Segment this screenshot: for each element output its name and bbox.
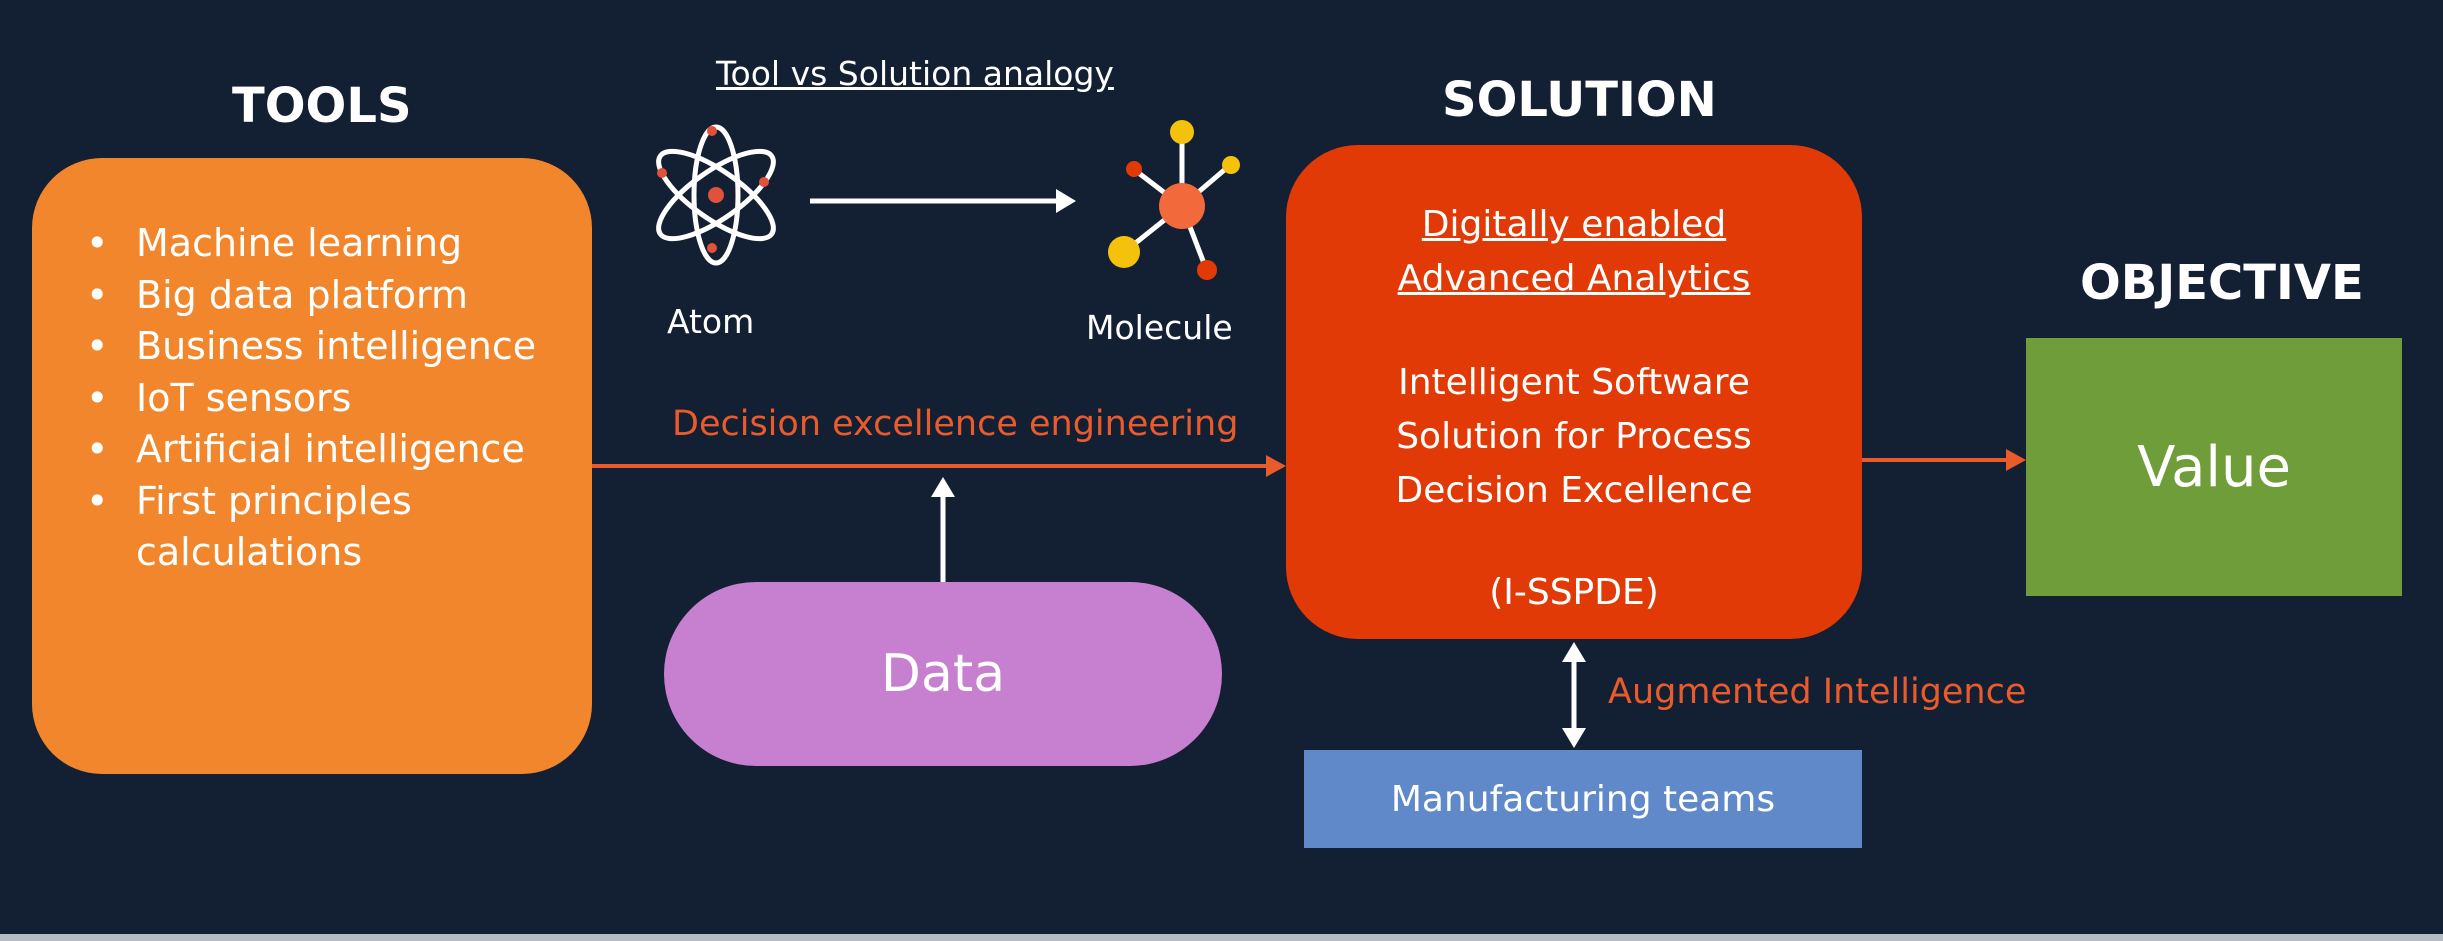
molecule-label: Molecule bbox=[1086, 308, 1233, 347]
tools-heading: TOOLS bbox=[232, 78, 412, 134]
tools-item-business-intelligence: Business intelligence bbox=[80, 321, 536, 373]
solution-desc-line2: Solution for Process bbox=[1396, 416, 1752, 457]
atom-icon bbox=[656, 124, 776, 266]
analogy-title: Tool vs Solution analogy bbox=[716, 54, 1114, 93]
tools-item-artificial-intelligence: Artificial intelligence bbox=[80, 424, 536, 476]
data-up-arrow bbox=[931, 477, 955, 582]
data-pill: Data bbox=[664, 582, 1222, 766]
augmented-double-arrow bbox=[1562, 642, 1586, 748]
decision-excellence-label: Decision excellence engineering bbox=[672, 404, 1239, 444]
solution-description: Intelligent Software Solution for Proces… bbox=[1286, 356, 1862, 518]
solution-box bbox=[1286, 145, 1862, 639]
solution-abbreviation: (I-SSPDE) bbox=[1489, 572, 1659, 613]
value-box: Value bbox=[2026, 338, 2402, 596]
solution-heading: SOLUTION bbox=[1442, 72, 1717, 128]
manufacturing-teams-box: Manufacturing teams bbox=[1304, 750, 1862, 848]
analogy-arrow bbox=[810, 189, 1076, 213]
tools-item-iot-sensors: IoT sensors bbox=[80, 373, 536, 425]
tools-list: Machine learning Big data platform Busin… bbox=[80, 218, 536, 579]
molecule-icon bbox=[1108, 120, 1240, 280]
tools-item-big-data-platform: Big data platform bbox=[80, 270, 536, 322]
solution-desc-line3: Decision Excellence bbox=[1395, 470, 1753, 511]
decision-connector-arrow bbox=[592, 455, 1286, 477]
atom-label: Atom bbox=[667, 302, 755, 341]
tools-item-first-principles: First principles bbox=[80, 476, 536, 528]
solution-headline: Digitally enabled Advanced Analytics bbox=[1286, 198, 1862, 306]
tools-item-machine-learning: Machine learning bbox=[80, 218, 536, 270]
tools-item-first-principles-continuation: calculations bbox=[136, 530, 363, 574]
value-connector-arrow bbox=[1862, 449, 2026, 471]
augmented-intelligence-label: Augmented Intelligence bbox=[1608, 672, 2027, 712]
bottom-edge-strip bbox=[0, 934, 2443, 941]
solution-headline-line2: Advanced Analytics bbox=[1397, 258, 1751, 299]
solution-desc-line1: Intelligent Software bbox=[1398, 362, 1750, 403]
solution-headline-line1: Digitally enabled bbox=[1421, 204, 1727, 245]
objective-heading: OBJECTIVE bbox=[2080, 255, 2364, 311]
